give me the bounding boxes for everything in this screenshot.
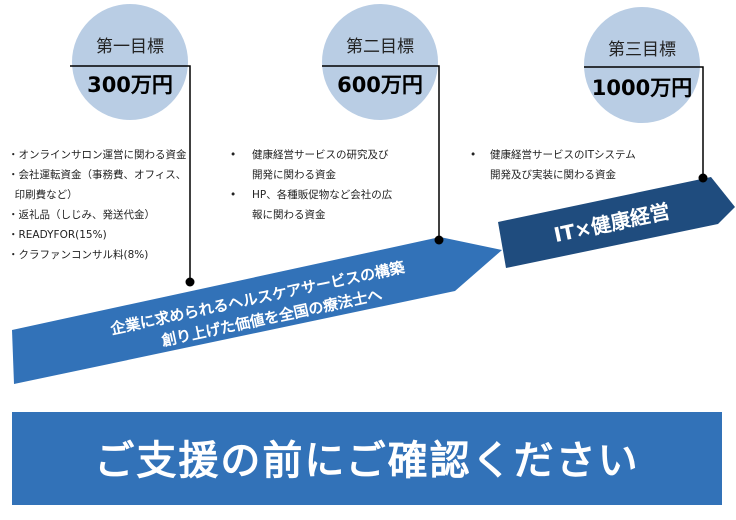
goal-1-dot xyxy=(185,277,195,287)
list-item: 健康経営サービスの研究及び xyxy=(252,148,389,161)
list-item: ・返礼品（しじみ、発送代金） xyxy=(8,208,155,221)
list-item: ・READYFOR(15%) xyxy=(8,229,107,241)
list-item: 健康経営サービスのITシステム xyxy=(490,148,636,161)
it-arrow: IT×健康経営 xyxy=(498,173,735,268)
goal-2-connector xyxy=(322,65,440,240)
bullet-dot: • xyxy=(230,149,236,161)
list-item: 開発及び実装に関わる資金 xyxy=(490,168,616,181)
goal-3-items: • 健康経営サービスのITシステム 開発及び実装に関わる資金 xyxy=(470,148,636,181)
main-arrow-shape xyxy=(12,237,502,384)
goal-2-dot xyxy=(434,235,444,245)
bullet-dot: • xyxy=(230,189,236,201)
list-item: 報に関わる資金 xyxy=(252,208,326,221)
goal-2-circle xyxy=(322,4,438,120)
goal-3-dot xyxy=(698,173,708,183)
goal-2-label: 第二目標 xyxy=(346,37,414,57)
goal-3-connector xyxy=(584,66,704,178)
goal-2: 第二目標 600万円 xyxy=(322,4,440,240)
goal-1-connector xyxy=(70,65,191,282)
goal-1-circle xyxy=(72,4,188,120)
bullet-dot: • xyxy=(470,149,476,161)
goal-3: 第三目標 1000万円 xyxy=(584,7,704,178)
goal-1: 第一目標 300万円 xyxy=(70,4,195,287)
goal-1-items: ・オンラインサロン運営に関わる資金 ・会社運転資金（事務費、オフィス、 印刷費な… xyxy=(8,148,187,261)
list-item: ・クラファンコンサル料(8%) xyxy=(8,248,148,261)
confirm-banner: ご支援の前にご確認ください xyxy=(12,412,722,505)
goal-2-items: • 健康経営サービスの研究及び 開発に関わる資金 • HP、各種販促物など会社の… xyxy=(230,148,392,221)
goal-3-amount: 1000万円 xyxy=(592,76,692,100)
goal-1-amount: 300万円 xyxy=(87,73,173,97)
list-item: HP、各種販促物など会社の広 xyxy=(252,188,392,201)
goal-3-label: 第三目標 xyxy=(608,40,676,60)
goal-1-label: 第一目標 xyxy=(96,37,164,57)
list-item: 開発に関わる資金 xyxy=(252,168,336,181)
it-arrow-shape xyxy=(498,177,735,268)
banner-background xyxy=(12,412,722,505)
list-item: 印刷費など） xyxy=(8,188,78,201)
list-item: ・会社運転資金（事務費、オフィス、 xyxy=(8,168,186,181)
list-item: ・オンラインサロン運営に関わる資金 xyxy=(8,148,187,161)
goal-2-amount: 600万円 xyxy=(337,73,423,97)
goal-3-circle xyxy=(584,7,700,123)
banner-label: ご支援の前にご確認ください xyxy=(94,438,639,484)
